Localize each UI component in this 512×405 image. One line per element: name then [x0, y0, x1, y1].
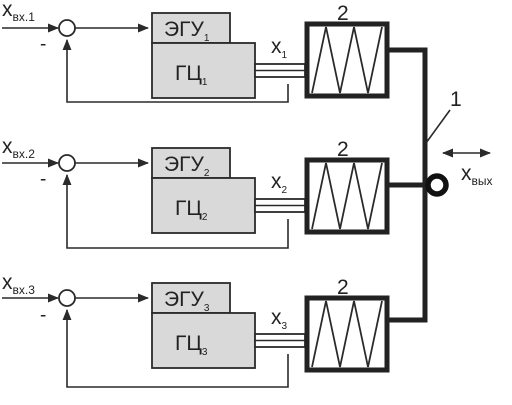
spring-3: [311, 300, 383, 368]
egu-label-2: ЭГУ2: [164, 153, 210, 179]
gc-block-1: [151, 42, 256, 99]
channel-3: xвх.3 - ЭГУ3 ГЦ3 x3 2: [2, 271, 390, 388]
x-label-3: x3: [271, 306, 288, 332]
element-number-3: 2: [337, 276, 349, 299]
output-label: xвых: [461, 162, 493, 188]
element-number-linkage: 1: [450, 88, 462, 111]
summing-junction-1: [58, 19, 76, 37]
gc-block-3: [151, 312, 256, 369]
element-number-1: 2: [337, 2, 349, 25]
summing-junction-2: [58, 154, 76, 172]
spring-1: [311, 26, 383, 94]
output-joint: [425, 173, 449, 197]
gc-label-1: ГЦ1: [175, 62, 208, 88]
egu-block-2: [151, 147, 231, 179]
summing-junction-3: [58, 289, 76, 307]
spring-box-3: [304, 295, 390, 373]
leader-line-1: [425, 109, 451, 144]
feedback-line-1: [62, 38, 289, 103]
element-number-2: 2: [337, 138, 349, 161]
input-label-3: xвх.3: [2, 271, 35, 297]
spring-2: [311, 162, 383, 230]
minus-sign-1: -: [40, 34, 46, 55]
gc-block-2: [151, 177, 256, 234]
minus-sign-2: -: [40, 169, 46, 190]
gc-label-3: ГЦ3: [175, 332, 208, 358]
channel-2: xвх.2 - ЭГУ2 ГЦ2 x2 2: [2, 135, 390, 249]
feedback-line-2: [62, 173, 289, 249]
spring-box-1: [304, 21, 390, 99]
x-label-1: x1: [271, 35, 288, 61]
gc-label-2: ГЦ2: [175, 197, 208, 223]
egu-block-1: [151, 12, 231, 44]
input-label-2: xвх.2: [2, 135, 35, 161]
spring-box-2: [304, 157, 390, 235]
minus-sign-3: -: [40, 305, 46, 326]
input-label-1: xвх.1: [2, 0, 35, 24]
feedback-line-3: [62, 308, 289, 388]
egu-label-3: ЭГУ3: [164, 288, 210, 314]
x-label-2: x2: [271, 170, 288, 196]
egu-label-1: ЭГУ1: [164, 18, 210, 44]
output-linkage: 1 xвых: [389, 47, 493, 323]
egu-block-3: [151, 282, 231, 314]
channel-1: xвх.1 - ЭГУ1 ГЦ1 x1 2: [2, 0, 390, 103]
